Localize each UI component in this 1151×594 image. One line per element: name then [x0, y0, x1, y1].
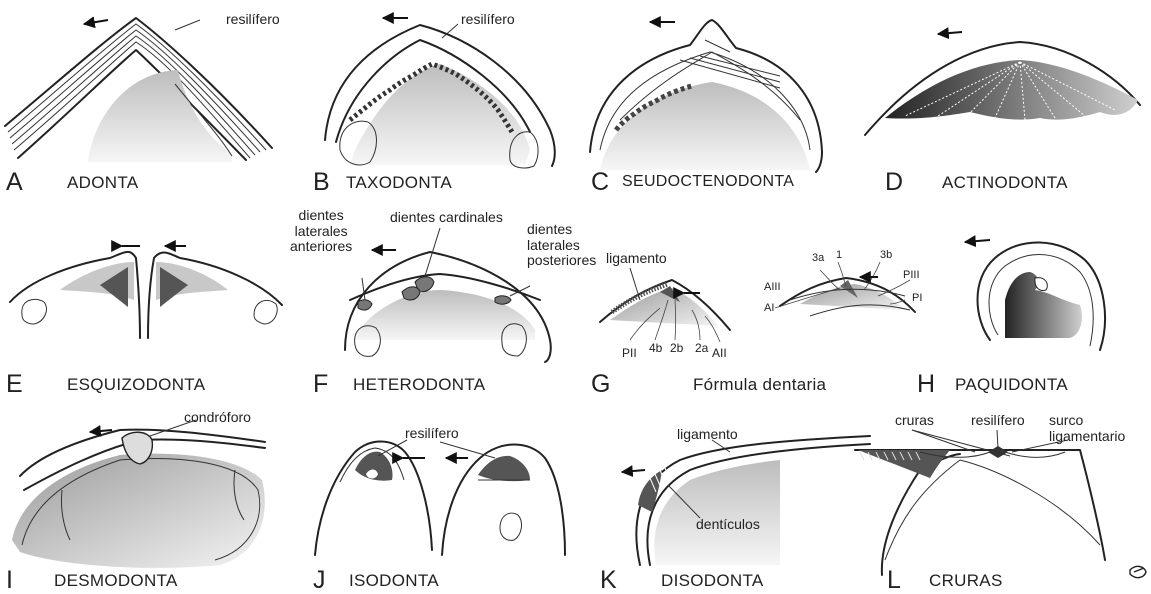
- panel-i-title: DESMODONTA: [54, 572, 178, 589]
- panel-b-title: TAXODONTA: [346, 174, 452, 191]
- panel-g-aii-label: AII: [712, 347, 727, 359]
- panel-a-letter: A: [6, 170, 23, 195]
- panel-j-resilifero-label: resilífero: [405, 426, 459, 440]
- panel-f-letter: F: [313, 372, 328, 397]
- panel-d-title: ACTINODONTA: [942, 174, 1068, 191]
- panel-k-drawing: [622, 436, 870, 565]
- panel-c-drawing: [590, 20, 822, 172]
- panel-l-cruras-label: cruras: [895, 413, 934, 427]
- panel-a-title: ADONTA: [67, 174, 138, 191]
- panel-b-drawing: [325, 18, 555, 168]
- panel-b-resilifero-label: resilífero: [461, 12, 515, 26]
- panel-a-drawing: [5, 18, 272, 162]
- panel-c-letter: C: [591, 170, 609, 195]
- panel-f-drawing: [345, 228, 551, 362]
- panel-g-3a-label: 3a: [812, 253, 824, 264]
- panel-g-pii-label: PII: [622, 347, 637, 359]
- panel-i-condroforo-label: condróforo: [184, 410, 251, 424]
- panel-g-piii-label: PIII: [903, 270, 920, 281]
- panel-g-ai-label: AI: [764, 303, 774, 314]
- panel-f-dientes-laterales-posteriores-label: dientes laterales posteriores: [527, 222, 596, 269]
- panel-l-resilifero-label: resilífero: [971, 413, 1025, 427]
- panel-k-letter: K: [600, 568, 617, 593]
- panel-g-2b-label: 2b: [670, 342, 683, 354]
- panel-g-title: Fórmula dentaria: [693, 376, 826, 393]
- panel-i-letter: I: [6, 568, 13, 593]
- panel-i-drawing: [12, 420, 265, 568]
- panel-g-3b-label: 3b: [880, 250, 892, 261]
- panel-l-surco-ligamentario-label: surco ligamentario: [1049, 413, 1125, 444]
- panel-g-2a-label: 2a: [695, 342, 708, 354]
- panel-f-dientes-laterales-anteriores-label: dientes laterales anteriores: [290, 208, 352, 255]
- panel-k-title: DISODONTA: [661, 572, 764, 589]
- panel-g-4b-label: 4b: [649, 342, 662, 354]
- panel-h-letter: H: [917, 372, 935, 397]
- panel-e-letter: E: [6, 372, 23, 397]
- panel-l-drawing: [855, 430, 1146, 578]
- panel-k-ligamento-label: ligamento: [677, 427, 738, 441]
- panel-a-resilifero-label: resilífero: [226, 12, 280, 26]
- panel-l-letter: L: [887, 568, 901, 593]
- panel-g-pi-label: PI: [912, 293, 922, 304]
- panel-e-drawing: [10, 246, 282, 338]
- panel-g-1-label: 1: [836, 250, 842, 261]
- panel-f-dientes-cardinales-label: dientes cardinales: [390, 210, 503, 224]
- panel-j-letter: J: [313, 568, 326, 593]
- panel-b-letter: B: [313, 170, 330, 195]
- panel-g-aiii-label: AIII: [764, 282, 781, 293]
- panel-d-letter: D: [885, 170, 903, 195]
- panel-g-letter: G: [591, 372, 610, 397]
- panel-g-ligamento-label: ligamento: [606, 251, 667, 265]
- panel-j-title: ISODONTA: [349, 572, 439, 589]
- panel-d-drawing: [865, 32, 1140, 135]
- panel-h-title: PAQUIDONTA: [955, 376, 1068, 393]
- panel-g-drawing: [600, 262, 915, 342]
- panel-f-title: HETERODONTA: [353, 376, 485, 393]
- panel-h-drawing: [965, 240, 1105, 350]
- panel-k-denticulos-label: dentículos: [696, 517, 760, 531]
- panel-l-title: CRURAS: [929, 572, 1003, 589]
- panel-j-drawing: [315, 440, 565, 555]
- panel-c-title: SEUDOCTENODONTA: [622, 174, 794, 190]
- panel-e-title: ESQUIZODONTA: [67, 376, 205, 393]
